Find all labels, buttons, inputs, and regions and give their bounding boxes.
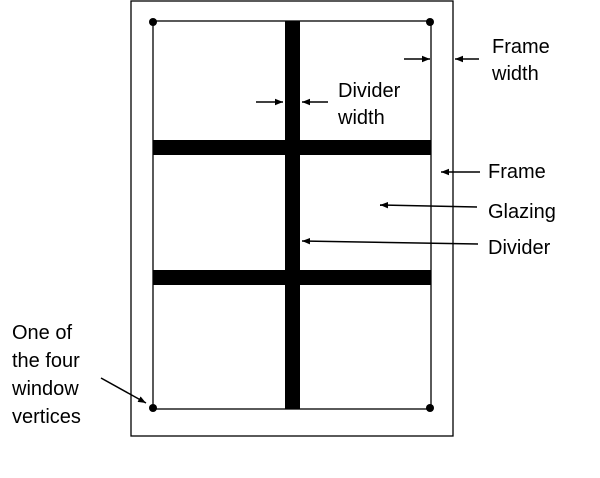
divider-width-label-line1: Divider <box>338 80 401 102</box>
divider-label: Divider <box>488 237 551 259</box>
horizontal-divider-bottom <box>153 270 431 285</box>
frame-label: Frame <box>488 161 546 183</box>
glazing-arrow <box>379 201 478 209</box>
vertex-dot-top-right <box>426 18 434 26</box>
frame-width-label-line2: width <box>491 63 539 85</box>
vertex-label-line1: One of <box>12 322 72 344</box>
vertex-arrow <box>100 377 147 404</box>
divider-width-label-line2: width <box>337 107 385 129</box>
vertex-label-line2: the four <box>12 350 80 372</box>
vertex-label-line4: vertices <box>12 406 81 428</box>
horizontal-divider-top <box>153 140 431 155</box>
outer-frame <box>130 0 454 437</box>
vertex-label-line3: window <box>11 378 79 400</box>
glazing-label: Glazing <box>488 201 556 223</box>
vertex-dot-bottom-left <box>149 404 157 412</box>
frame-width-label-line1: Frame <box>492 36 550 58</box>
vertical-divider <box>285 21 300 409</box>
divider-arrow <box>301 237 479 245</box>
vertex-dot-top-left <box>149 18 157 26</box>
vertex-dot-bottom-right <box>426 404 434 412</box>
